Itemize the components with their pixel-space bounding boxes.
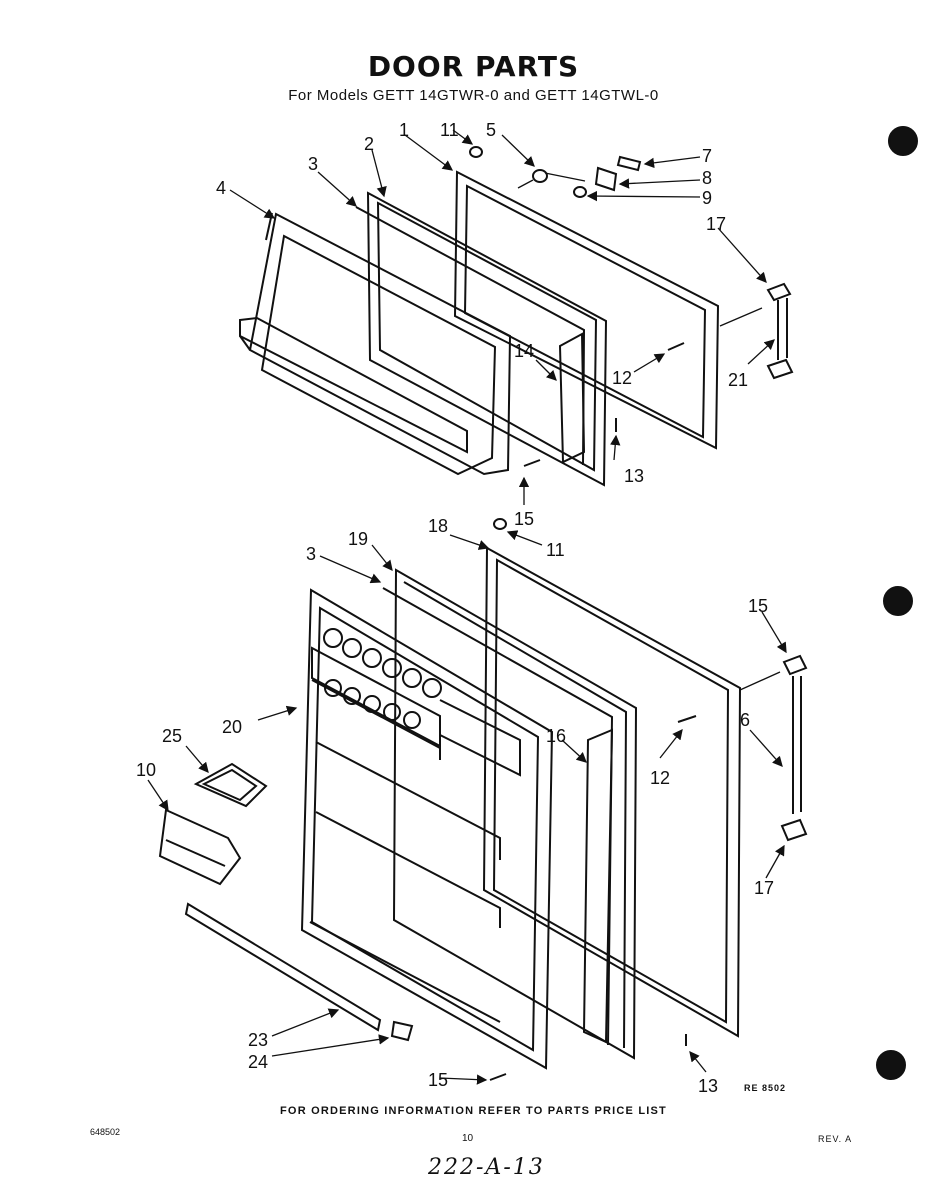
leader-lines-plain (517, 172, 781, 691)
drawing-reference-code: RE 8502 (744, 1083, 787, 1093)
part-label: 11 (440, 120, 459, 140)
part-number-labels: 1 2 3 4 5 7 8 9 11 12 13 14 15 17 21 18 … (136, 120, 774, 1096)
trim-plate (616, 155, 642, 172)
part-label: 21 (728, 370, 748, 390)
part-label: 16 (546, 726, 566, 746)
part-label: 4 (216, 178, 226, 198)
part-label: 19 (348, 529, 368, 549)
freezer-handle (766, 282, 794, 380)
part-label: 25 (162, 726, 182, 746)
screw-11-top (469, 146, 483, 158)
door-stop-cam (390, 1020, 414, 1042)
leader-arrows (147, 129, 787, 1085)
hinge-pin (573, 186, 587, 198)
revision-label: REV. A (818, 1134, 853, 1144)
part-label: 13 (624, 466, 644, 486)
fresh-food-door-liner (300, 588, 554, 1070)
page-number: 10 (462, 1133, 474, 1144)
breaker-strip (582, 728, 614, 1044)
freezer-door-panel (453, 170, 720, 450)
part-label: 2 (364, 134, 374, 154)
hinge-bushing (532, 169, 548, 183)
ordering-note: FOR ORDERING INFORMATION REFER TO PARTS … (280, 1105, 667, 1117)
egg-tray (323, 628, 442, 729)
freezer-shelf-bracket (558, 332, 586, 464)
fresh-food-handle (780, 654, 808, 842)
punch-hole-top (888, 126, 918, 156)
part-label: 17 (706, 214, 726, 234)
bottom-trim-strip (184, 902, 382, 1032)
document-code: 648502 (90, 1127, 121, 1137)
part-label: 1 (399, 120, 409, 140)
part-label: 23 (248, 1030, 268, 1050)
page-title: DOOR PARTS (367, 50, 580, 83)
screw-12-top (667, 342, 685, 351)
part-label: 12 (650, 768, 670, 788)
screw-12-bottom (677, 715, 697, 723)
dairy-door (193, 762, 268, 808)
part-label: 24 (248, 1052, 268, 1072)
handwritten-note: 222-A-13 (428, 1155, 545, 1180)
part-label: 8 (702, 168, 712, 188)
part-label: 10 (136, 760, 156, 780)
handle-trim (158, 808, 242, 886)
part-label: 9 (702, 188, 712, 208)
part-label: 20 (222, 717, 242, 737)
screw-15-bottom (489, 1073, 507, 1081)
punch-hole-bottom (876, 1050, 906, 1080)
part-label: 11 (546, 540, 565, 560)
screw-11-bottom (493, 518, 507, 530)
part-label: 7 (702, 146, 712, 166)
part-label: 3 (308, 154, 318, 174)
part-label: 15 (428, 1070, 448, 1090)
screw-15-top (523, 459, 541, 467)
part-label: 14 (514, 341, 534, 361)
punch-hole-middle (883, 586, 913, 616)
part-label: 17 (754, 878, 774, 898)
hinge-plate (594, 166, 618, 192)
part-label: 18 (428, 516, 448, 536)
part-label: 3 (306, 544, 316, 564)
fresh-food-door-panel (482, 546, 742, 1038)
part-label: 5 (486, 120, 496, 140)
part-label: 13 (698, 1076, 718, 1096)
fresh-food-door-gasket (382, 568, 638, 1060)
part-label: 15 (514, 509, 534, 529)
part-label: 12 (612, 368, 632, 388)
part-label: 15 (748, 596, 768, 616)
part-label: 6 (740, 710, 750, 730)
page-subtitle: For Models GETT 14GTWR-0 and GETT 14GTWL… (288, 87, 659, 104)
